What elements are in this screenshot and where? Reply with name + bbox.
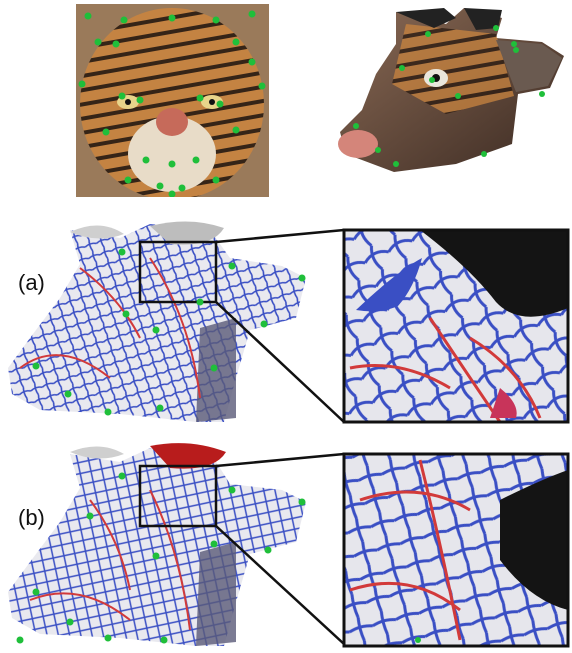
- tiger-photo: [76, 4, 269, 197]
- row-a-diagram: [0, 218, 572, 428]
- row-b-mesh: [0, 440, 572, 652]
- tiger-photo-panel: [76, 4, 269, 197]
- textured-cow: [336, 4, 572, 174]
- row-b-diagram: [0, 440, 572, 652]
- zoom-inset-b: [344, 454, 568, 646]
- textured-cow-panel: [336, 4, 572, 174]
- zoom-inset-a: [344, 230, 568, 422]
- row-a-mesh: [0, 218, 572, 428]
- quad-mesh-b: [8, 448, 306, 646]
